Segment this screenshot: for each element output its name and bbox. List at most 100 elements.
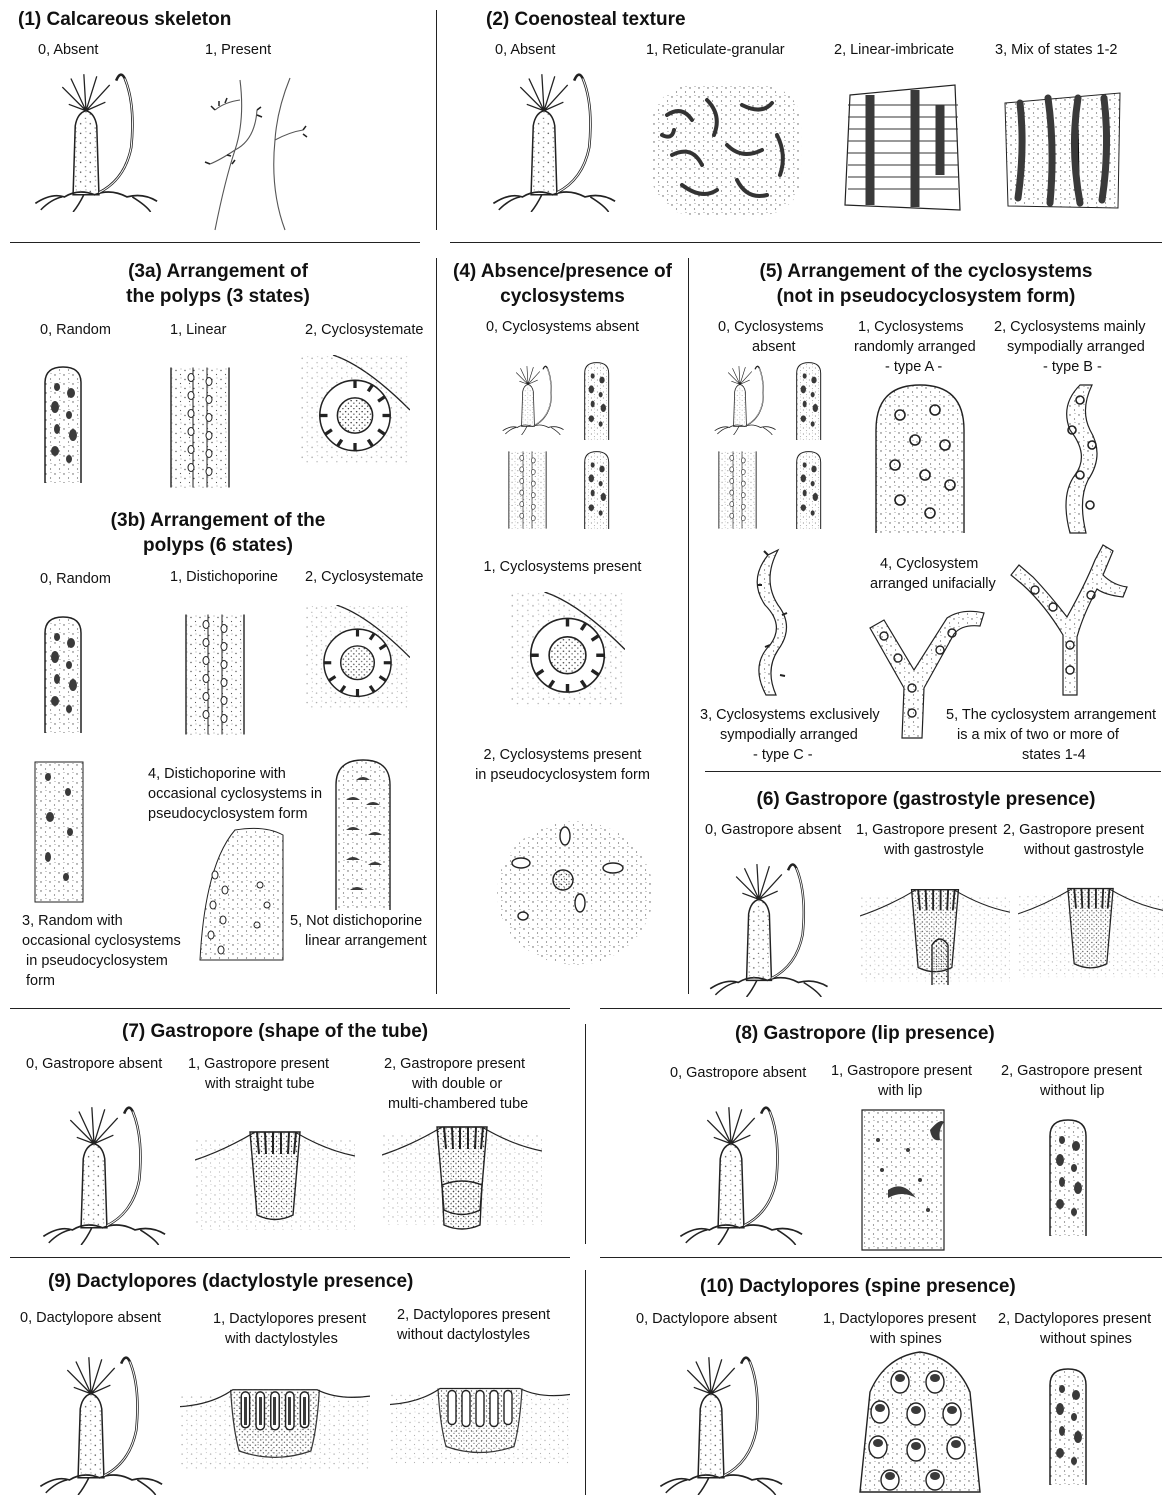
panel8-state0: 0, Gastropore absent	[670, 1064, 806, 1083]
panel2-state2: 2, Linear-imbricate	[834, 41, 954, 60]
panel2-title: (2) Coenosteal texture	[486, 8, 686, 32]
hydroid-illustration	[488, 72, 628, 212]
panel4-title: cyclosystems	[437, 285, 688, 309]
linear-polyp-illustration	[505, 450, 550, 530]
panel5-state0: absent	[752, 338, 796, 357]
mixed-texture-illustration	[1000, 88, 1125, 213]
panel10-state1: with spines	[870, 1330, 942, 1349]
random-occasional-illustration	[30, 762, 90, 902]
panel8-state2: 2, Gastropore present	[1001, 1062, 1142, 1081]
panel3b-state3: occasional cyclosystems	[22, 932, 181, 951]
hydroid-illustration	[675, 1105, 815, 1245]
imbricate-texture-illustration	[840, 85, 965, 215]
panel5-state5: 5, The cyclosystem arrangement	[946, 706, 1156, 725]
panel3a-state0: 0, Random	[40, 321, 111, 340]
panel1-state1: 1, Present	[205, 41, 271, 60]
panel3b-state2: 2, Cyclosystemate	[305, 568, 423, 587]
panel3a-title: the polyps (3 states)	[0, 285, 436, 309]
panel5-title: (5) Arrangement of the cyclosystems	[689, 260, 1163, 284]
panel3b-state4: occasional cyclosystems in	[148, 785, 322, 804]
panel10-state1: 1, Dactylopores present	[823, 1310, 976, 1329]
skeleton-illustration	[195, 70, 315, 235]
panel5-title: (not in pseudocyclosystem form)	[689, 285, 1163, 309]
panel3b-state5: linear arrangement	[305, 932, 427, 951]
panel8-title: (8) Gastropore (lip presence)	[735, 1022, 995, 1046]
gastropore-no-lip-illustration	[1040, 1100, 1100, 1252]
type-a-illustration	[870, 385, 970, 533]
non-distichoporine-illustration	[578, 448, 618, 530]
panel5-state0: 0, Cyclosystems	[718, 318, 824, 337]
panel5-state2: - type B -	[1043, 358, 1102, 377]
dactylostyle-illustration	[180, 1375, 370, 1470]
non-distichoporine-illustration	[790, 448, 830, 530]
panel10-state2: without spines	[1040, 1330, 1132, 1349]
no-spines-illustration	[1040, 1355, 1100, 1495]
panel4-state1: 1, Cyclosystems present	[437, 558, 688, 577]
panel6-state0: 0, Gastropore absent	[705, 821, 841, 840]
hydroid-illustration	[35, 1355, 175, 1495]
panel9-state2: without dactylostyles	[397, 1326, 530, 1345]
multi-chambered-tube-illustration	[382, 1115, 542, 1235]
random-polyp-illustration	[35, 348, 95, 498]
panel10-state2: 2, Dactylopores present	[998, 1310, 1151, 1329]
panel5-state1: - type A -	[885, 358, 942, 377]
panel5-state3: sympodially arranged	[720, 726, 858, 745]
divider	[436, 258, 437, 994]
panel10-state0: 0, Dactylopore absent	[636, 1310, 777, 1329]
panel5-state3: - type C -	[753, 746, 813, 765]
reticulate-texture-illustration	[652, 85, 802, 215]
panel3b-state4: pseudocyclosystem form	[148, 805, 308, 824]
hydroid-illustration	[655, 1355, 795, 1495]
divider	[585, 1270, 586, 1495]
panel6-state1: 1, Gastropore present	[856, 821, 997, 840]
panel5-state4: arranged unifacially	[870, 575, 996, 594]
cyclosystem-illustration	[305, 605, 410, 710]
panel10-title: (10) Dactylopores (spine presence)	[700, 1275, 1016, 1299]
panel2-state0: 0, Absent	[495, 41, 555, 60]
type-c-illustration	[740, 545, 800, 695]
panel6-state2: without gastrostyle	[1024, 841, 1144, 860]
panel8-state2: without lip	[1040, 1082, 1104, 1101]
panel2-state3: 3, Mix of states 1-2	[995, 41, 1118, 60]
panel1-title: (1) Calcareous skeleton	[18, 8, 231, 32]
divider	[688, 258, 689, 994]
panel9-state1: with dactylostyles	[225, 1330, 338, 1349]
panel9-state1: 1, Dactylopores present	[213, 1310, 366, 1329]
panel3a-title: (3a) Arrangement of	[0, 260, 436, 284]
panel2-state1: 1, Reticulate-granular	[646, 41, 785, 60]
divider	[600, 1257, 1162, 1258]
panel3b-state3: 3, Random with	[22, 912, 123, 931]
hydroid-illustration	[500, 365, 570, 435]
gastropore-no-gastrostyle-illustration	[1018, 875, 1163, 985]
panel3b-state4: 4, Distichoporine with	[148, 765, 286, 784]
divider	[450, 242, 1162, 243]
panel6-state2: 2, Gastropore present	[1003, 821, 1144, 840]
panel7-state1: 1, Gastropore present	[188, 1055, 329, 1074]
gastropore-gastrostyle-illustration	[860, 875, 1010, 993]
panel7-state2: multi-chambered tube	[388, 1095, 528, 1114]
panel5-state2: sympodially arranged	[1007, 338, 1145, 357]
panel5-state4: 4, Cyclosystem	[880, 555, 978, 574]
panel6-state1: with gastrostyle	[884, 841, 984, 860]
divider	[10, 1008, 570, 1009]
panel3b-title: (3b) Arrangement of the	[0, 509, 436, 533]
panel5-state5: is a mix of two or more of	[957, 726, 1119, 745]
gastropore-lip-illustration	[858, 1110, 948, 1250]
panel7-state2: 2, Gastropore present	[384, 1055, 525, 1074]
panel3a-state2: 2, Cyclosystemate	[305, 321, 423, 340]
hydroid-illustration	[30, 72, 170, 212]
panel9-state2: 2, Dactylopores present	[397, 1306, 550, 1325]
cyclosystem-illustration	[300, 355, 410, 465]
panel9-state0: 0, Dactylopore absent	[20, 1309, 161, 1328]
panel4-state2: 2, Cyclosystems present	[437, 746, 688, 765]
divider	[600, 1008, 1162, 1009]
panel3b-state3: in pseudocyclosystem	[26, 952, 168, 971]
divider	[10, 242, 420, 243]
panel9-title: (9) Dactylopores (dactylostyle presence)	[48, 1270, 413, 1294]
type-b-illustration	[1050, 385, 1110, 533]
panel4-state0: 0, Cyclosystems absent	[437, 318, 688, 337]
panel3b-state1: 1, Distichoporine	[170, 568, 278, 587]
linear-polyp-illustration	[165, 355, 235, 500]
panel3b-state5: 5, Not distichoporine	[290, 912, 422, 931]
panel5-state1: 1, Cyclosystems	[858, 318, 964, 337]
